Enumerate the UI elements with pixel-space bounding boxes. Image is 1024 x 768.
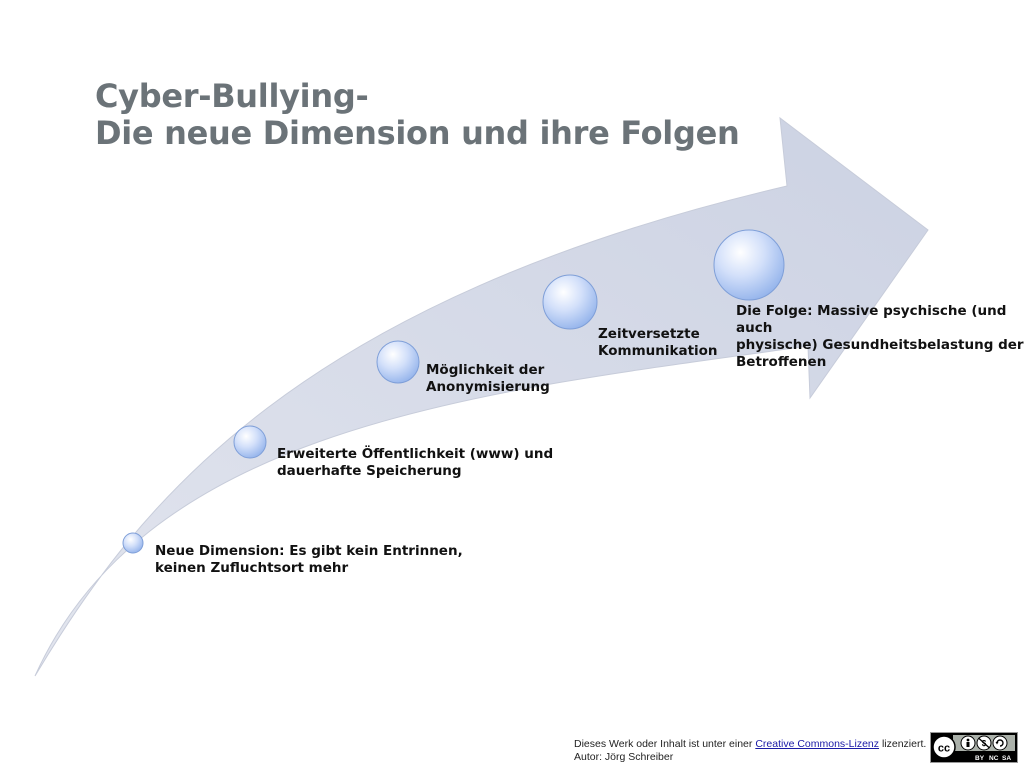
cc-license-badge[interactable]: cc $ BY NC SA <box>930 732 1018 763</box>
step-label-1: Neue Dimension: Es gibt kein Entrinnen, … <box>155 543 463 576</box>
sharealike-icon <box>992 735 1008 751</box>
license-term-by: BY <box>975 755 985 762</box>
step-node-4 <box>542 274 598 330</box>
step-label-5: Die Folge: Massive psychische (und auch … <box>736 303 1024 370</box>
noncommercial-icon: $ <box>976 735 992 751</box>
slide-title: Cyber-Bullying- Die neue Dimension und i… <box>95 77 740 152</box>
attribution-icon <box>960 735 976 751</box>
step-label-2: Erweiterte Öffentlichkeit (www) und daue… <box>277 446 554 479</box>
step-label-3: Möglichkeit der Anonymisierung <box>426 362 550 395</box>
step-node-5 <box>713 229 785 301</box>
license-text-suffix: lizenziert. <box>879 738 927 750</box>
svg-text:cc: cc <box>938 743 950 755</box>
creative-commons-link[interactable]: Creative Commons-Lizenz <box>755 738 880 750</box>
step-node-2 <box>233 425 267 459</box>
license-text-prefix: Dieses Werk oder Inhalt ist unter einer <box>574 738 756 750</box>
arrow-shape <box>34 116 929 677</box>
title-line-2: Die neue Dimension und ihre Folgen <box>95 114 740 152</box>
creative-commons-icon: cc <box>932 735 956 759</box>
title-line-1: Cyber-Bullying- <box>95 77 369 115</box>
license-term-sa: SA <box>1002 755 1011 762</box>
step-label-4: Zeitversetzte Kommunikation <box>598 326 718 359</box>
author-credit: Autor: Jörg Schreiber <box>574 751 674 763</box>
step-node-3 <box>376 340 420 384</box>
license-term-nc: NC <box>989 755 999 762</box>
step-node-1 <box>122 532 144 554</box>
license-notice: Dieses Werk oder Inhalt ist unter einer … <box>574 738 926 764</box>
